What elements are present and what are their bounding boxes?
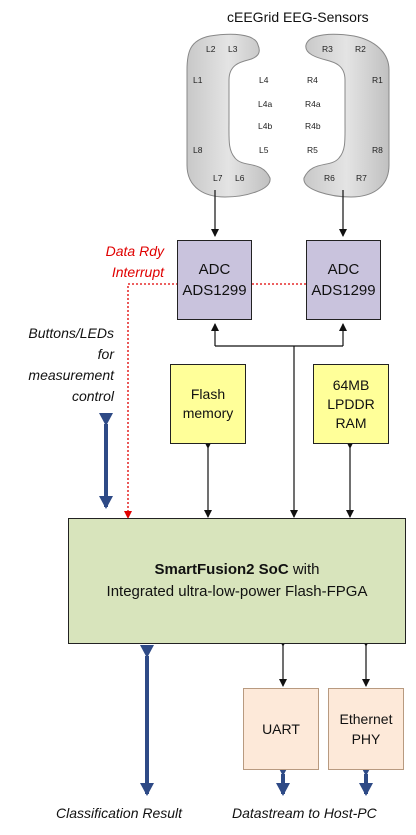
ethernet-line-1: Ethernet <box>339 711 393 727</box>
electrode-label: R5 <box>307 145 318 155</box>
soc-line-2: Integrated ultra-low-power Flash-FPGA <box>106 583 368 600</box>
uart-label: UART <box>262 721 300 737</box>
right-ear-sensor-icon <box>303 33 390 198</box>
buttons-line-1: Buttons/LEDs <box>28 325 114 341</box>
flash-line-1: Flash <box>190 386 226 402</box>
electrode-label: L4b <box>258 121 273 131</box>
electrode-label: L4a <box>258 99 273 109</box>
data-ready-interrupt-label: Data Rdy Interrupt <box>82 241 164 283</box>
electrode-label: L7 <box>213 173 223 183</box>
soc-box: SmartFusion2 SoC with Integrated ultra-l… <box>68 518 406 644</box>
electrode-label: R7 <box>356 173 367 183</box>
electrode-label: R2 <box>355 44 366 54</box>
data-ready-interrupt-line <box>124 283 306 519</box>
ethernet-line-2: PHY <box>351 731 381 747</box>
electrode-label: L5 <box>259 145 269 155</box>
buttons-line-2: for <box>97 346 114 362</box>
electrode-label: R6 <box>324 173 335 183</box>
ram-line-2: LPDDR <box>327 395 375 412</box>
buttons-line-4: control <box>71 388 114 404</box>
ram-line-1: 64MB <box>332 376 370 393</box>
soc-name: SmartFusion2 SoC <box>154 561 289 578</box>
electrode-label: R1 <box>372 75 383 85</box>
ram-box: 64MB LPDDR RAM <box>313 364 389 444</box>
electrode-label: L6 <box>235 173 245 183</box>
classification-result-label: Classification Result <box>56 805 183 821</box>
adc-box-1: ADC ADS1299 <box>177 240 252 320</box>
ethernet-phy-box: Ethernet PHY <box>328 688 404 770</box>
flash-memory-box: Flash memory <box>170 364 246 444</box>
electrode-label: L4 <box>259 75 269 85</box>
buttons-leds-label: Buttons/LEDs for measurement control <box>4 323 114 407</box>
adc-2-title: ADC <box>327 261 360 278</box>
electrode-label: R8 <box>372 145 383 155</box>
electrode-label: L1 <box>193 75 203 85</box>
adc-box-2: ADC ADS1299 <box>306 240 381 320</box>
datastream-label: Datastream to Host-PC <box>232 805 377 821</box>
left-ear-sensor-icon <box>186 33 271 198</box>
flash-line-2: memory <box>182 405 234 421</box>
ram-line-3: RAM <box>335 414 367 431</box>
soc-with: with <box>288 561 320 578</box>
sensors-title: cEEGrid EEG-Sensors <box>227 9 369 25</box>
electrode-label: L8 <box>193 145 203 155</box>
interrupt-line-1: Data Rdy <box>105 243 164 259</box>
electrode-label: R4 <box>307 75 318 85</box>
electrode-label: R3 <box>322 44 333 54</box>
electrode-label: L2 <box>206 44 216 54</box>
uart-box: UART <box>243 688 319 770</box>
adc-2-part: ADS1299 <box>311 282 376 299</box>
electrode-label: L3 <box>228 44 238 54</box>
electrode-label: R4b <box>305 121 321 131</box>
adc-1-part: ADS1299 <box>182 282 247 299</box>
buttons-line-3: measurement <box>28 367 114 383</box>
interrupt-line-2: Interrupt <box>111 264 164 280</box>
soc-line-1: SmartFusion2 SoC with <box>154 559 319 581</box>
adc-1-title: ADC <box>198 261 231 278</box>
electrode-label: R4a <box>305 99 321 109</box>
